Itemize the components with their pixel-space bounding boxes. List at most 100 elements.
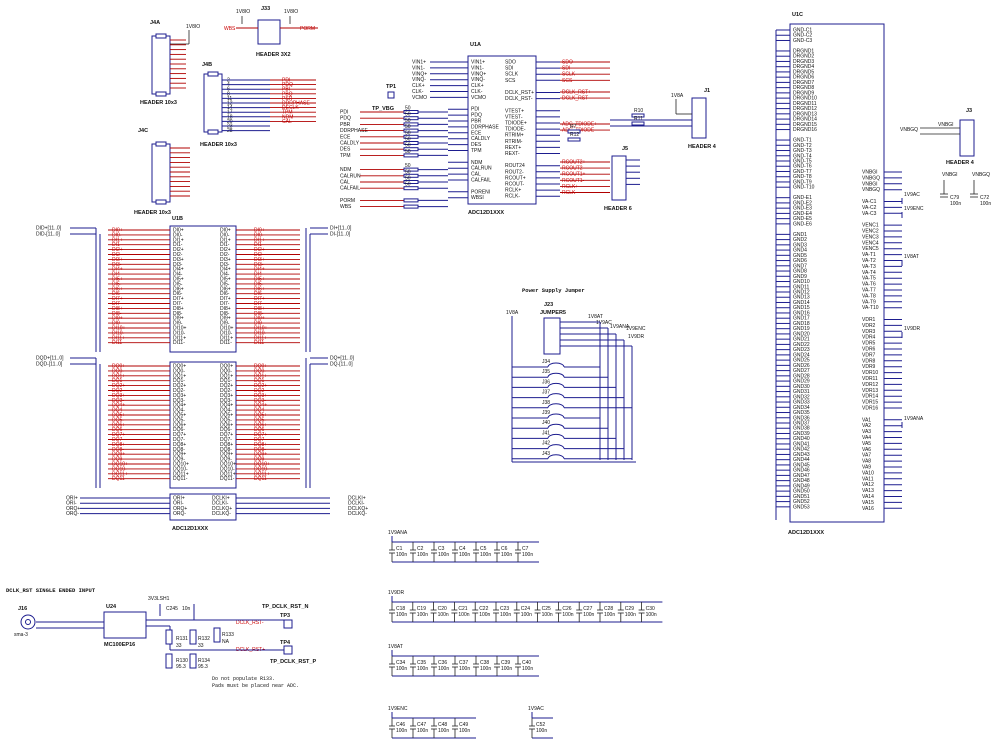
u1b-qpin-left: DQ4+ [173, 403, 186, 409]
u1b-net-left: DI11- [112, 340, 124, 346]
u1b-clkbus-right: DCLKQ+ [348, 506, 368, 512]
u1b-pin-right: DI6+ [220, 286, 231, 292]
u1b-pin-right: DI1- [220, 242, 230, 248]
u1b-qpin-left: DQ6+ [173, 422, 186, 428]
ic-u1b[interactable]: U1B ADC12D1XXX [169, 216, 237, 532]
ic-u1c[interactable]: U1C ADC12D1XXX [788, 12, 885, 536]
u1b-qnet-right: DQ6+ [254, 422, 267, 428]
u1b-qpin-left: DQ10+ [173, 462, 189, 468]
u1c-pin-right: VA-C2 [862, 205, 877, 211]
header-j4a[interactable]: J4A HEADER 10x3 1V8IO [140, 20, 200, 106]
u1c-pin-left: GND20 [793, 331, 810, 337]
u1a-pin-left: DDRPHASE [471, 124, 499, 130]
j4b-net: NDM [282, 114, 293, 120]
u1a-input-label: CLK+ [412, 83, 425, 89]
decap-ref: C26 [562, 606, 571, 612]
power-jumper-title: Power Supply Jumper [522, 287, 585, 294]
u1a-pin-right: TDIODE- [505, 127, 526, 133]
u1c-pin-right: VA-C1 [862, 199, 877, 205]
u1c-pin-left: GND-T3 [793, 148, 812, 154]
u1c-pin-left: GND33 [793, 400, 810, 406]
u1b-qnet-right: DQ3- [254, 398, 266, 404]
u1a-pin-left: CALDLY [471, 136, 491, 142]
u1a-pin-left: CALRUN [471, 166, 492, 172]
power-jumper-block[interactable]: Power Supply Jumper J23 JUMPER5 1V8A 1V8… [506, 287, 646, 463]
u1b-net-right: DI8- [254, 311, 264, 317]
dclk-rst-section[interactable]: DCLK_RST SINGLE ENDED INPUT J16 sma-3 U2… [6, 587, 316, 689]
decap-rail: 1V9ENC [388, 706, 408, 712]
resistor-ref: R10 [634, 108, 643, 114]
jumper-ref: J35 [542, 369, 550, 375]
u1c-pin-left: GND-T9 [793, 179, 812, 185]
resistor [403, 198, 419, 203]
u1b-clkpin-right: DCLKQ- [212, 511, 231, 517]
u1c-pin-right: VA11 [862, 476, 874, 482]
header-j33[interactable]: J33 HEADER 3X2 WBS PORM 1V8IO 1V8IO [224, 6, 318, 58]
u1a-ref: U1A [470, 42, 481, 48]
u1c-pin-left: GND28 [793, 373, 810, 379]
u1b-qpin-left: DQ1- [173, 378, 185, 384]
resistor-value: 50 [405, 169, 411, 175]
u1c-pin-left: GND-T1 [793, 138, 812, 144]
u1b-qpin-left: DQ5+ [173, 413, 186, 419]
decap-val: 100n [501, 552, 512, 558]
u1b-net-left: DI10+ [112, 326, 126, 332]
u1b-qnet-left: DQ0+ [112, 364, 125, 370]
j5-title: HEADER 6 [604, 206, 632, 212]
jumper-ref: J41 [542, 430, 550, 436]
u1a-pin-left: CLK+ [471, 83, 484, 89]
decap-ref: C47 [417, 722, 426, 728]
u1a-part: ADC12D1XXX [468, 210, 504, 216]
jumper-arc [547, 362, 565, 368]
static-layer: J4A HEADER 10x3 1V8IO J33 HEADER 3X2 WBS… [6, 6, 975, 689]
u1c-pin-right: VDR1 [862, 317, 876, 323]
u1b-clkpin-left: ORQ+ [173, 506, 187, 512]
decap-val: 100n [646, 612, 657, 618]
tp3-ref: TP3 [280, 613, 290, 619]
u1b-clkbus-right: DCLKI+ [348, 496, 366, 502]
u1b-pin-left: DI4+ [173, 267, 184, 273]
decap-val: 100n [501, 666, 512, 672]
u1a-net-left: CALFAIL [340, 186, 360, 192]
header-j5[interactable]: J5 HEADER 6 [604, 146, 632, 212]
u1b-pin-right: DI5- [220, 281, 230, 287]
u1b-net-right: DI9+ [254, 316, 265, 322]
resistor-ref: R12 [570, 132, 579, 138]
jumper-ref: J40 [542, 420, 550, 426]
u1c-pin-left: GND51 [793, 494, 810, 500]
u1a-net-right: RCOUT1+ [562, 172, 586, 178]
header-j3[interactable]: J3 HEADER 4 VNBGI VNBGQ [900, 108, 975, 166]
decap-ref: C49 [459, 722, 468, 728]
u1b-qpin-left: DQ8+ [173, 442, 186, 448]
u1a-pin-left: CLK- [471, 89, 483, 95]
u1b-net-left: DI9+ [112, 316, 123, 322]
ic-u1a[interactable]: U1A ADC12D1XXX TP1 TP_VBG [372, 42, 537, 216]
decap-ref: C22 [479, 606, 488, 612]
decap-ref: C2 [417, 546, 424, 552]
u1b-qpin-right: DQ5+ [220, 413, 233, 419]
j4c-title: HEADER 10x3 [134, 210, 171, 216]
j3-title: HEADER 4 [946, 160, 975, 166]
decap-ref: C21 [458, 606, 467, 612]
decap-ref: C24 [521, 606, 530, 612]
u1b-qpin-right: DQ2+ [220, 383, 233, 389]
header-j4c[interactable]: J4C HEADER 10x3 [134, 128, 171, 216]
u1a-pin-left: PBR [471, 119, 482, 125]
u1c-pin-right: VA1 [862, 417, 871, 423]
rail-1v9dr: 1V9DR [628, 334, 645, 340]
j33-net-porm: PORM [300, 26, 315, 32]
decap-ref: C29 [625, 606, 634, 612]
u1b-net-right: DI9- [254, 321, 264, 327]
j33-supply-right: 1V8IO [284, 9, 298, 15]
u1b-pin-right: DI5+ [220, 277, 231, 283]
header-j1[interactable]: J1 HEADER 4 1V8A [671, 88, 717, 150]
u1c-pin-left: GND52 [793, 499, 810, 505]
u1c-pin-right: VNBGI [862, 170, 878, 176]
header-j4b[interactable]: J4B HEADER 10x3 [200, 62, 237, 148]
u1b-net-right: DI1- [254, 242, 264, 248]
u1c-rail: 1V9ENC [904, 206, 924, 212]
dynamic-layer: VIN1+VIN1-VINQ+VINQ-CLK+CLK-VCMOPDIPDQPB… [36, 28, 991, 739]
u1c-pin-right: VA-C3 [862, 211, 877, 217]
jumper-arc [547, 382, 565, 388]
u1b-net-left: DI0+ [112, 228, 123, 234]
